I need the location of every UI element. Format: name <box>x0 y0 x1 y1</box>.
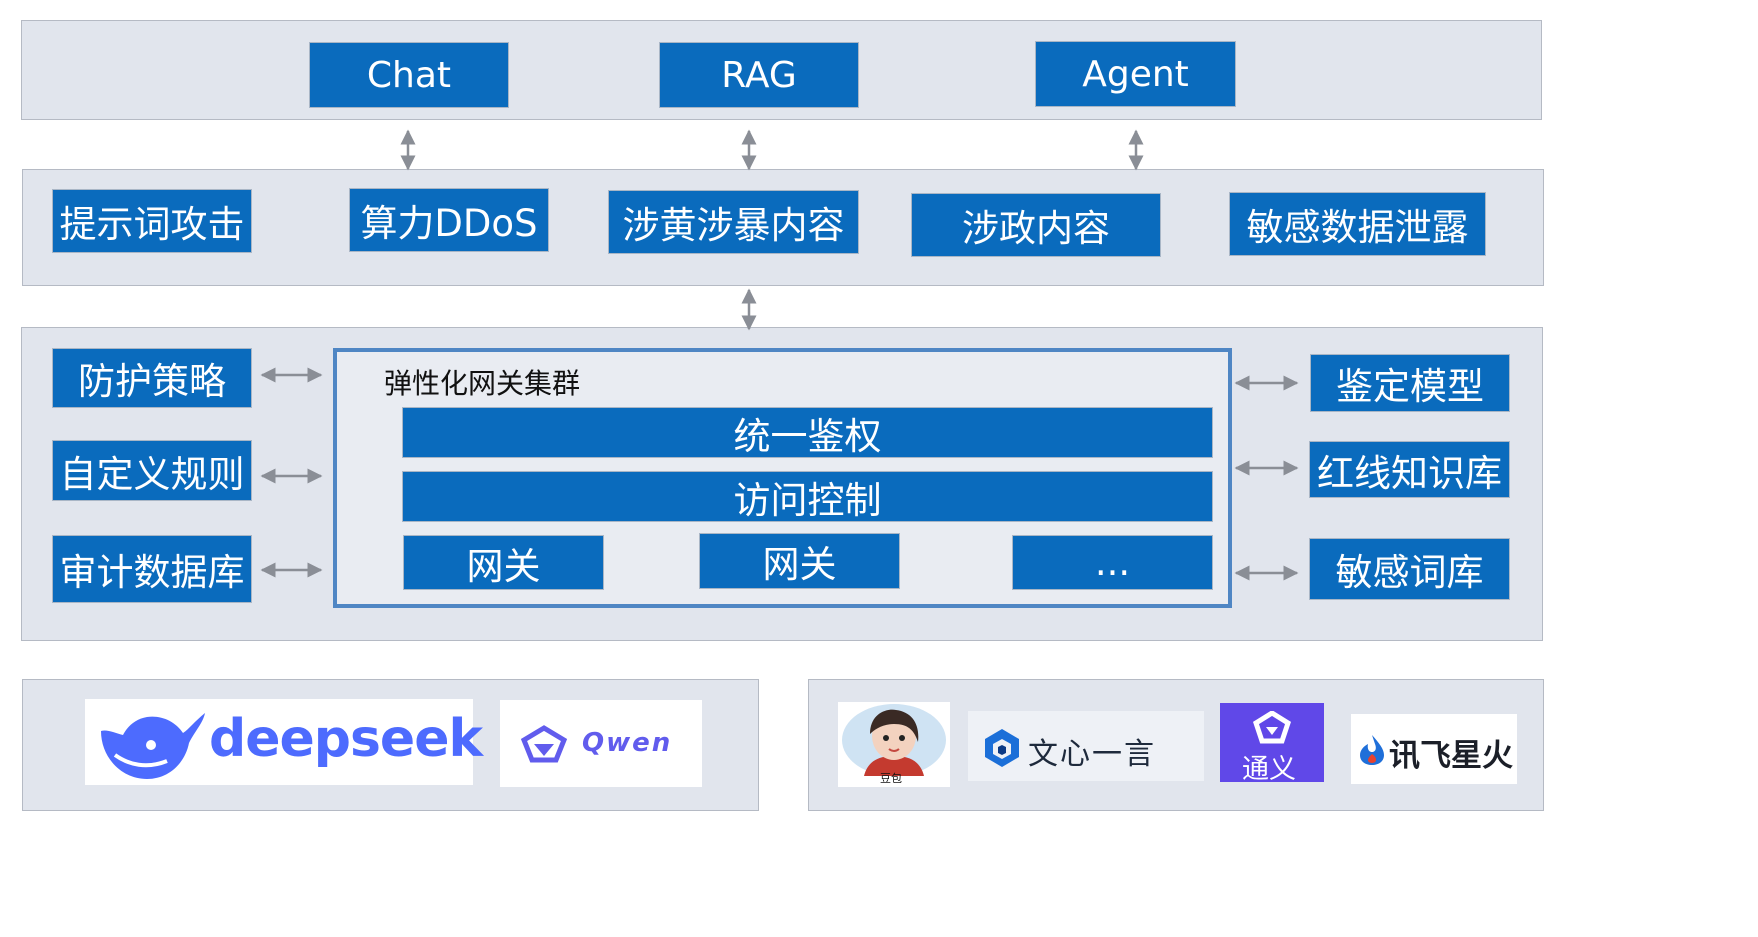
qwen-icon <box>520 725 568 763</box>
political-content-box: 涉政内容 <box>911 193 1161 257</box>
wenxin-icon <box>985 729 1019 767</box>
agent-box: Agent <box>1035 41 1236 107</box>
rag-box: RAG <box>659 42 859 108</box>
deepseek-whale-icon <box>101 713 205 779</box>
gateway-cluster-label: 弹性化网关集群 <box>384 367 581 400</box>
chat-box: Chat <box>309 42 509 108</box>
sensitive-data-leak-box: 敏感数据泄露 <box>1229 192 1486 256</box>
sensitive-word-dict-box: 敏感词库 <box>1309 538 1510 600</box>
tongyi-wordmark: 通义 <box>1242 754 1296 785</box>
deepseek-logo: deepseek <box>85 699 483 785</box>
identification-model-box: 鉴定模型 <box>1310 354 1510 412</box>
gateway-node-more: ... <box>1012 535 1213 590</box>
qwen-logo: Qwen <box>500 700 702 787</box>
compute-ddos-box: 算力DDoS <box>349 188 549 252</box>
doubao-label: 豆包 <box>880 772 902 785</box>
wenxin-logo: 文心一言 <box>968 711 1204 781</box>
gateway-node-1: 网关 <box>403 535 604 590</box>
xunfei-flame-icon <box>1360 735 1384 765</box>
deepseek-wordmark: deepseek <box>209 709 483 769</box>
porn-violence-box: 涉黄涉暴内容 <box>608 190 859 254</box>
qwen-wordmark: Qwen <box>582 728 673 758</box>
prompt-attack-box: 提示词攻击 <box>52 189 252 253</box>
doubao-avatar-icon <box>842 704 946 776</box>
redline-knowledge-base-box: 红线知识库 <box>1309 441 1510 498</box>
wenxin-wordmark: 文心一言 <box>1028 737 1156 772</box>
xunfei-logo: 讯飞星火 <box>1351 714 1517 784</box>
tongyi-icon <box>1253 711 1291 744</box>
access-control-bar: 访问控制 <box>402 471 1213 522</box>
protection-policy-box: 防护策略 <box>52 348 252 408</box>
custom-rules-box: 自定义规则 <box>52 440 252 501</box>
unified-auth-bar: 统一鉴权 <box>402 407 1213 458</box>
tongyi-logo: 通义 <box>1220 703 1324 785</box>
audit-database-box: 审计数据库 <box>52 535 252 603</box>
xunfei-wordmark: 讯飞星火 <box>1389 738 1513 774</box>
gateway-node-2: 网关 <box>699 533 900 589</box>
doubao-logo: 豆包 <box>838 702 950 787</box>
